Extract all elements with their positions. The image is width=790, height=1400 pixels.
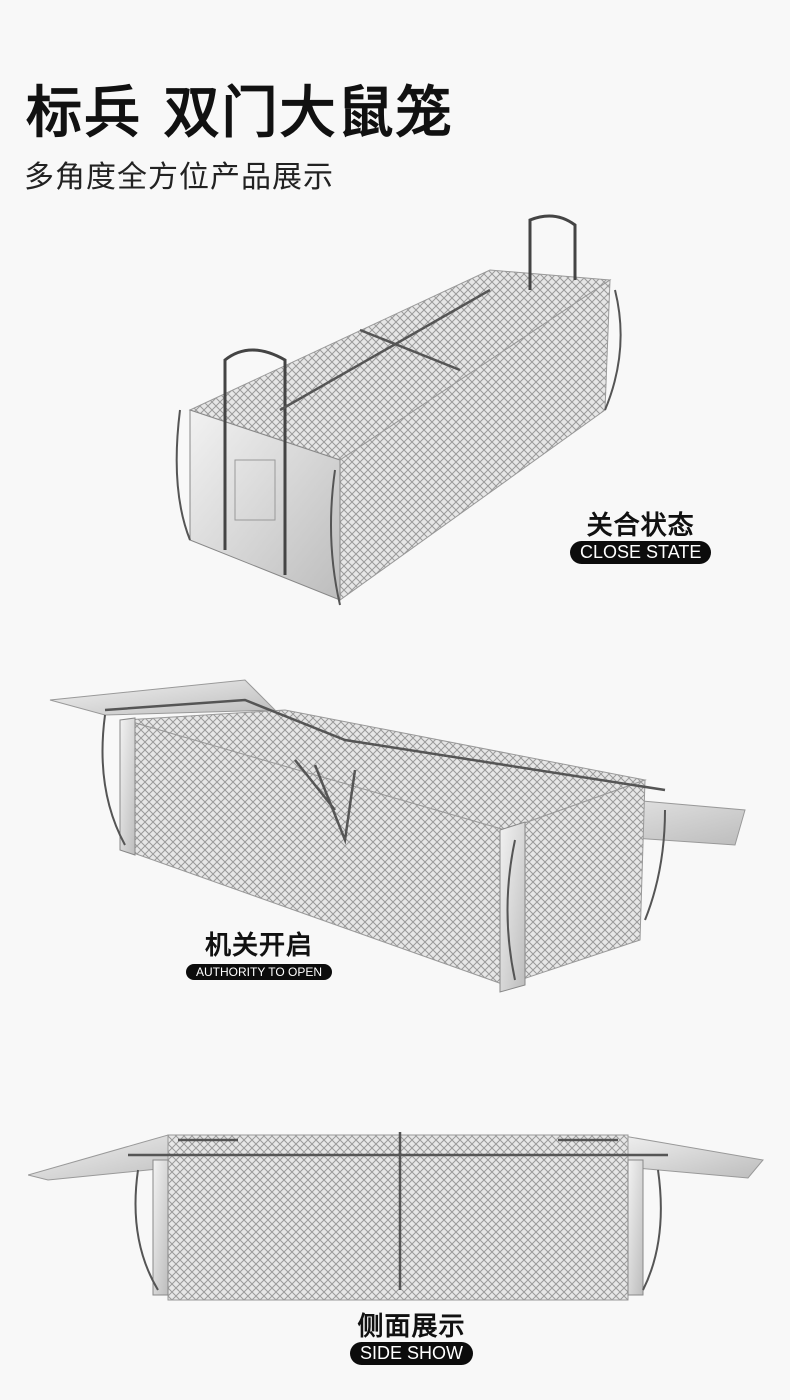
cage-open-image — [49, 679, 746, 993]
caption-zh: 机关开启 — [205, 931, 314, 961]
product-subtitle: 多角度全方位产品展示 — [24, 160, 334, 195]
caption-en-badge: SIDE SHOW — [350, 1341, 474, 1366]
caption-zh: 侧面展示 — [357, 1312, 466, 1342]
cage-side-image — [28, 1132, 764, 1301]
product-title: 标兵 双门大鼠笼 — [26, 81, 454, 146]
caption-zh: 关合状态 — [586, 511, 695, 541]
caption-en-badge: CLOSE STATE — [570, 540, 712, 565]
caption-en-badge: AUTHORITY TO OPEN — [186, 963, 333, 980]
side-show-caption: 侧面展示 SIDE SHOW — [350, 1312, 474, 1366]
authority-to-open-caption: 机关开启 AUTHORITY TO OPEN — [186, 931, 333, 980]
close-state-caption: 关合状态 CLOSE STATE — [570, 511, 712, 565]
cage-closed-image — [175, 214, 622, 606]
